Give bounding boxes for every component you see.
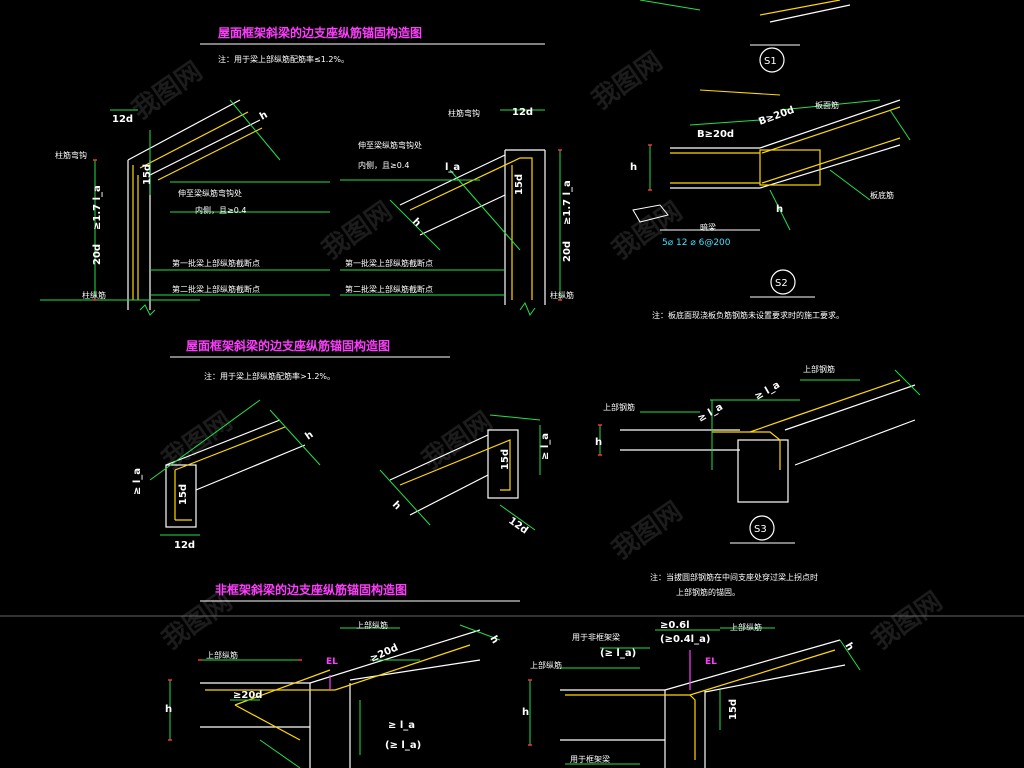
label-frame: 用于框架梁: [570, 754, 610, 764]
section-title-2: 屋面框架斜梁的边支座纵筋锚固构造图: [186, 338, 390, 353]
note-3: 注：板底面现浇板负筋钢筋未设置要求时的施工要求。: [652, 310, 844, 320]
dim-12d: 12d: [112, 114, 133, 125]
dim-h-s2: h: [630, 162, 637, 173]
label-top-rebar: 上部钢筋: [603, 402, 635, 412]
dim-la-s3: ≥ l_a: [696, 402, 725, 425]
label-non-frame: 用于非框架梁: [572, 632, 620, 642]
label-top-long-2: 上部纵筋: [356, 620, 388, 630]
dim-b20d-2: B≥20d: [757, 105, 796, 128]
watermark: 我图网: [417, 406, 498, 475]
detail-circle-s2: [770, 269, 796, 295]
dim-ge20d-2: ≥20d: [369, 642, 400, 664]
label-inner: 内侧，且≥0.4: [195, 205, 246, 215]
note-1: 注：用于梁上部纵筋配筋率≤1.2%。: [218, 54, 349, 64]
dim-ge20d: ≥20d: [233, 690, 262, 701]
section-title-1: 屋面框架斜梁的边支座纵筋锚固构造图: [218, 25, 422, 40]
dim-1.7la-2: ≥1.7 l_a: [562, 180, 573, 225]
dim-h-5: h: [165, 704, 172, 715]
dim-h-s2b: h: [776, 204, 783, 215]
label-el: EL: [326, 657, 338, 667]
dim-h-2: h: [410, 216, 423, 229]
dim-12d-4: 12d: [506, 515, 530, 536]
label-column-hook-2: 柱筋弯钩: [448, 108, 480, 118]
dim-h-s3: h: [595, 437, 602, 448]
note-4b: 上部钢筋的锚固。: [676, 587, 740, 597]
dim-04la: (≥0.4l_a): [660, 634, 710, 645]
circle-label-s1: S1: [764, 56, 777, 67]
dim-12d-2: 12d: [512, 107, 533, 118]
diagram-6-right: h 15d ≥0.6l (≥0.4l_a) (≥ l_a) h 用于非框架梁 上…: [522, 620, 861, 768]
dim-la-4: ≥ l_a: [540, 433, 551, 460]
label-cut1: 第一批梁上部纵筋截断点: [172, 258, 260, 268]
dim-1.7la: ≥1.7 l_a: [92, 185, 103, 230]
dim-20d: 20d: [92, 244, 103, 265]
dim-b20d: B≥20d: [697, 129, 734, 140]
diagram-s1-s2: S1 B≥20d B≥20d h h 板面筋 板底筋 暗梁 5⌀ 12 ⌀ 6@…: [630, 0, 911, 320]
label-column-hook: 柱筋弯钩: [55, 150, 87, 160]
dim-la-6: (≥ l_a): [600, 648, 636, 659]
label-top-long-4: 上部纵筋: [730, 622, 762, 632]
note-2: 注：用于梁上部纵筋配筋率>1.2%。: [204, 371, 335, 381]
label-inner-2: 内侧，且≥0.4: [358, 160, 409, 170]
watermark: 我图网: [127, 56, 208, 125]
dim-h: h: [258, 110, 270, 123]
dim-la-s3b: ≥ l_a: [753, 380, 782, 403]
diagram-5-left: h ≥20d ≥20d ≥ l_a (≥ l_a) h 上部纵筋 上部纵筋 EL: [165, 620, 500, 768]
note-4a: 注：当拔圆部钢筋在中间支座处穿过梁上拐点时: [650, 572, 818, 582]
diagram-1-left: 12d 15d ≥1.7 l_a 20d h 柱筋弯钩 伸至梁纵筋弯钩处 内侧，…: [40, 99, 330, 316]
label-top-long-3: 上部纵筋: [530, 660, 562, 670]
dim-12d-3: 12d: [174, 540, 195, 551]
dim-20d-2: 20d: [562, 241, 573, 262]
label-cut2: 第二批梁上部纵筋截断点: [172, 284, 260, 294]
dim-h-3: h: [303, 429, 315, 442]
dim-la-5: ≥ l_a: [388, 720, 415, 731]
watermark: 我图网: [867, 586, 948, 655]
watermark: 我图网: [607, 496, 688, 565]
label-cut4: 第二批梁上部纵筋截断点: [345, 284, 433, 294]
section-title-3: 非框架斜梁的边支座纵筋锚固构造图: [215, 582, 407, 597]
label-top-long-1: 上部纵筋: [206, 650, 238, 660]
dim-15d-4: 15d: [500, 449, 511, 470]
label-cut3: 第一批梁上部纵筋截断点: [345, 258, 433, 268]
dim-15d-6: 15d: [728, 699, 739, 720]
label-hidden-beam: 暗梁: [700, 222, 716, 232]
watermark: 我图网: [587, 46, 668, 115]
label-col-rebar-2: 柱纵筋: [550, 290, 574, 300]
label-extend: 伸至梁纵筋弯钩处: [178, 188, 242, 198]
label-slab-bottom: 板底筋: [870, 190, 894, 200]
watermark: 我图网: [317, 196, 398, 265]
detail-circle-s1: [759, 47, 785, 73]
detail-circle-s3: [749, 515, 775, 541]
red-tick-marks: [93, 144, 652, 746]
dim-la-5b: (≥ l_a): [385, 740, 421, 751]
dim-h-6: h: [522, 707, 529, 718]
dim-h-4: h: [390, 499, 403, 512]
label-el-2: EL: [705, 657, 717, 667]
dim-la-2: l_a: [445, 162, 460, 173]
watermark: 我图网: [607, 196, 688, 265]
dim-06la: ≥0.6l: [660, 620, 690, 631]
label-rebar-spec: 5⌀ 12 ⌀ 6@200: [662, 238, 731, 248]
dim-15d: 15d: [142, 164, 153, 185]
diagram-s3: h ≥ l_a ≥ l_a 上部钢筋 上部钢筋 S3 注：当拔圆部钢筋在中间支座…: [595, 364, 921, 597]
dim-15d-2: 15d: [514, 174, 525, 195]
label-col-rebar: 柱纵筋: [82, 290, 106, 300]
dim-15d-3: 15d: [178, 484, 189, 505]
label-slab-top: 板面筋: [815, 100, 839, 110]
dim-la-3: ≥ l_a: [132, 468, 143, 495]
circle-label-s3: S3: [754, 524, 767, 535]
dim-h-5b: h: [487, 634, 500, 646]
label-extend-2: 伸至梁纵筋弯钩处: [358, 140, 422, 150]
label-top-rebar-2: 上部钢筋: [803, 364, 835, 374]
circle-label-s2: S2: [775, 278, 788, 289]
dim-h-6b: h: [842, 641, 855, 653]
